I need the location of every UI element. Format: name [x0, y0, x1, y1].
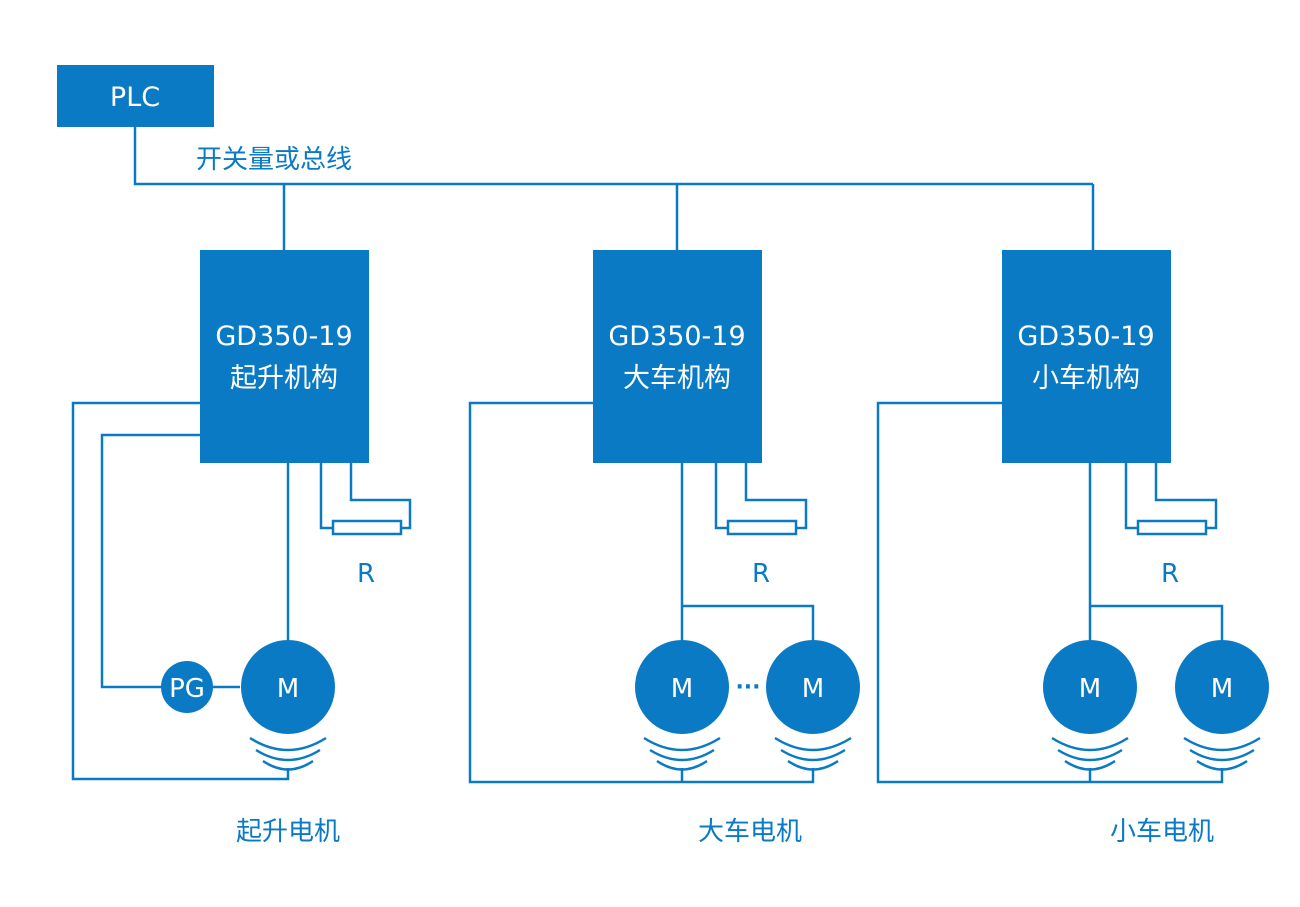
hoist-drive-model: GD350-19: [215, 321, 352, 352]
plc-block: PLC: [57, 65, 214, 127]
bridge-motor-ellipsis: ···: [735, 675, 760, 700]
hoist-resistor-wire-b: [349, 463, 412, 530]
bridge-motor-group-label: 大车电机: [698, 817, 802, 847]
bridge-motor-2-label: M: [802, 674, 824, 704]
bridge-motor-2-rotation-icon: [774, 736, 852, 771]
trolley-outer-wire: [876, 401, 1224, 784]
hoist-drive-name: 起升机构: [230, 363, 338, 394]
trolley-resistor: [1136, 519, 1208, 536]
bridge-drive-box: [593, 250, 762, 463]
bridge-motor-1-rotation-icon: [643, 736, 721, 771]
hoist-encoder-label: PG: [169, 674, 205, 704]
bridge-motor-2: [766, 640, 860, 734]
hoist-encoder-wire: [100, 433, 200, 689]
trolley-motor-2-label: M: [1211, 674, 1233, 704]
trolley-motor2-power-wire: [1090, 604, 1224, 641]
trolley-motor-group-label: 小车电机: [1110, 817, 1214, 847]
drive-trolley: GD350-19 小车机构 R M M 小车电机: [876, 250, 1269, 847]
bridge-resistor: [726, 519, 798, 536]
drive-bridge: GD350-19 大车机构 R M ··· M 大车电机: [468, 250, 860, 847]
bridge-outer-wire: [468, 401, 815, 784]
hoist-motor: [241, 640, 335, 734]
bus-wiring: [133, 127, 1095, 250]
bus-label: 开关量或总线: [196, 145, 352, 175]
bridge-resistor-label: R: [752, 559, 770, 589]
bridge-motor-1-label: M: [671, 674, 693, 704]
bridge-motor2-power-wire: [682, 604, 815, 641]
hoist-motor-label: M: [277, 674, 299, 704]
trolley-motor-1-label: M: [1079, 674, 1101, 704]
trolley-drive-model: GD350-19: [1017, 321, 1154, 352]
trolley-resistor-wire-a: [1124, 463, 1138, 530]
hoist-encoder: [161, 661, 213, 713]
hoist-drive-box: [200, 250, 369, 463]
bridge-drive-name: 大车机构: [623, 363, 731, 394]
trolley-drive-name: 小车机构: [1032, 363, 1140, 394]
trolley-drive-box: [1002, 250, 1171, 463]
bus-line: [133, 127, 1093, 186]
hoist-resistor-label: R: [357, 559, 375, 589]
hoist-motor-rotation-icon: [249, 736, 327, 771]
trolley-motor-2-rotation-icon: [1183, 736, 1261, 771]
trolley-motor-1: [1043, 640, 1137, 734]
bridge-drive-model: GD350-19: [608, 321, 745, 352]
hoist-resistor: [331, 519, 403, 536]
plc-box: [57, 65, 214, 127]
plc-label: PLC: [110, 82, 160, 113]
hoist-feedback-outer-wire: [71, 401, 290, 781]
bridge-resistor-wire-b: [744, 463, 808, 530]
hoist-motor-group-label: 起升电机: [236, 817, 340, 847]
trolley-resistor-label: R: [1161, 559, 1179, 589]
hoist-resistor-wire-a: [319, 463, 333, 530]
bridge-resistor-wire-a: [714, 463, 728, 530]
trolley-resistor-wire-b: [1154, 463, 1218, 530]
bridge-motor-1: [635, 640, 729, 734]
trolley-motor-2: [1175, 640, 1269, 734]
drive-hoist: GD350-19 起升机构 R PG M 起升电机: [71, 250, 412, 847]
trolley-motor-1-rotation-icon: [1051, 736, 1129, 771]
